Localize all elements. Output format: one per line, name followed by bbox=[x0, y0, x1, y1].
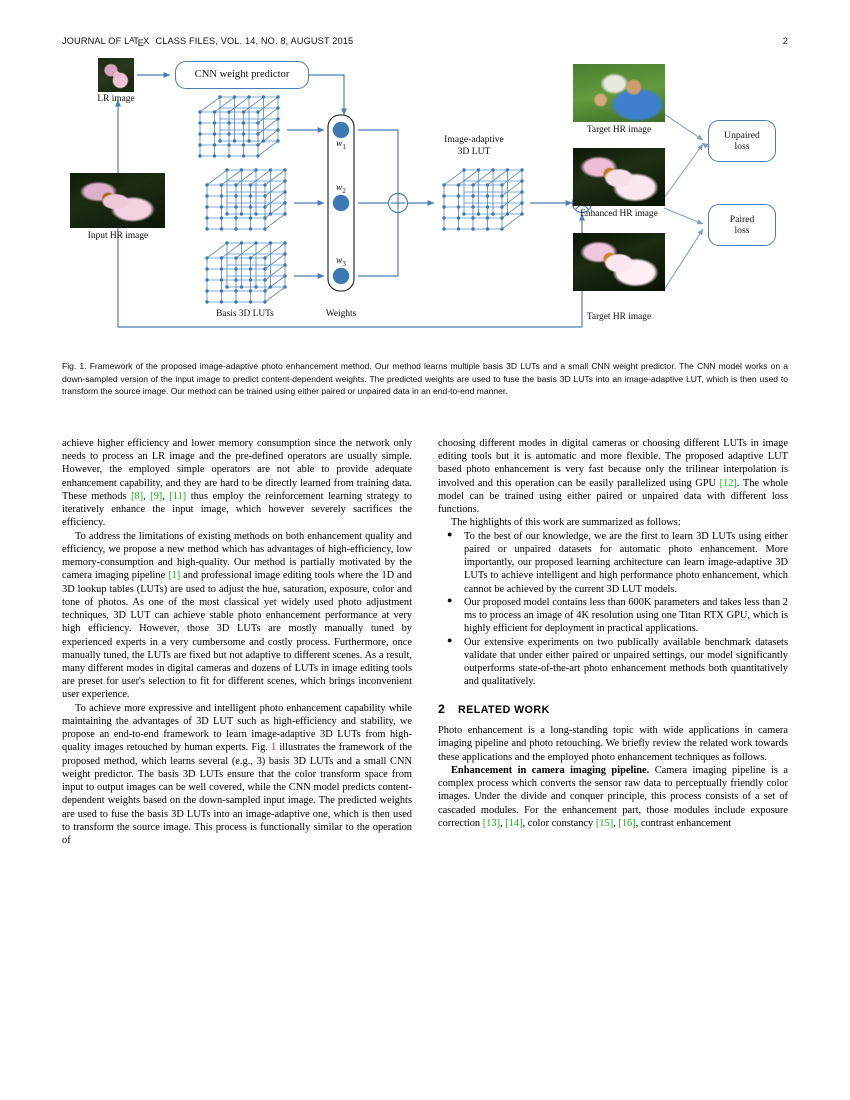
weight-label-w3: w3 bbox=[336, 255, 346, 268]
body-columns: achieve higher efficiency and lower memo… bbox=[62, 437, 788, 1057]
figure-svg bbox=[115, 72, 709, 328]
basis-luts-label: Basis 3D LUTs bbox=[216, 309, 274, 319]
left-column: achieve higher efficiency and lower memo… bbox=[62, 437, 412, 1057]
weights-container bbox=[327, 114, 355, 292]
target-hr-bottom-thumbnail bbox=[573, 233, 665, 291]
citation-8[interactable]: [8] bbox=[130, 490, 144, 502]
enhanced-hr-image-label: Enhanced HR image bbox=[580, 209, 658, 219]
section-paragraph-1: Photo enhancement is a long-standing top… bbox=[438, 725, 788, 763]
citation-9[interactable]: [9] bbox=[150, 490, 163, 502]
image-adaptive-lut-label: Image-adaptive 3D LUT bbox=[444, 134, 504, 157]
right-column: choosing different modes in digital came… bbox=[438, 437, 788, 1057]
citation-12[interactable]: [12] bbox=[719, 477, 737, 489]
section-title: RELATED WORK bbox=[458, 704, 550, 717]
citation-13[interactable]: [13] bbox=[482, 817, 501, 829]
lr-image-thumbnail bbox=[98, 58, 134, 92]
section-number: 2 bbox=[438, 702, 445, 717]
image-adaptive-lut-cube bbox=[442, 168, 524, 231]
figure-diagram-canvas bbox=[62, 52, 788, 352]
bullet-icon: ● bbox=[447, 635, 453, 646]
bullet-icon: ● bbox=[447, 529, 453, 540]
target-hr-bottom-label: Target HR image bbox=[586, 312, 652, 322]
list-item: ●Our extensive experiments on two public… bbox=[447, 635, 788, 688]
figure-reference-1[interactable]: 1 bbox=[271, 742, 277, 754]
running-header: JOURNAL OF LATEX CLASS FILES, VOL. 14, N… bbox=[62, 34, 788, 49]
figure-caption: Fig. 1. Framework of the proposed image-… bbox=[62, 361, 788, 397]
target-hr-top-thumbnail bbox=[573, 64, 665, 122]
citation-14[interactable]: [14] bbox=[505, 817, 523, 829]
section-heading-related-work: 2 RELATED WORK bbox=[438, 702, 788, 718]
page-number: 2 bbox=[782, 36, 788, 46]
input-hr-image-label: Input HR image bbox=[87, 231, 149, 241]
left-paragraph-3: To achieve more expressive and intellige… bbox=[62, 702, 413, 847]
lr-image-label: LR image bbox=[97, 94, 135, 104]
journal-suffix: CLASS FILES, VOL. 14, NO. 8, AUGUST 2015 bbox=[152, 36, 354, 46]
citation-15[interactable]: [15] bbox=[595, 817, 614, 829]
paired-loss-box: Paired loss bbox=[708, 204, 776, 246]
right-paragraph-1: choosing different modes in digital came… bbox=[438, 438, 788, 516]
enhanced-hr-image-thumbnail bbox=[573, 148, 665, 206]
list-item: ●Our proposed model contains less than 6… bbox=[447, 595, 788, 635]
basis-lut-cube-1 bbox=[198, 95, 280, 158]
citation-11[interactable]: [11] bbox=[169, 490, 187, 502]
target-hr-top-label: Target HR image bbox=[586, 125, 652, 135]
weight-label-w2: w2 bbox=[336, 182, 346, 195]
input-hr-image-thumbnail bbox=[70, 173, 165, 228]
cnn-weight-predictor-label: CNN weight predictor bbox=[194, 68, 290, 80]
basis-lut-cube-3 bbox=[205, 241, 287, 304]
citation-16[interactable]: [16] bbox=[618, 817, 636, 829]
highlights-intro: The highlights of this work are summariz… bbox=[451, 517, 681, 529]
journal-line: JOURNAL OF LATEX CLASS FILES, VOL. 14, N… bbox=[62, 34, 354, 49]
journal-prefix: JOURNAL OF bbox=[62, 36, 125, 46]
bullet-icon: ● bbox=[447, 595, 453, 606]
runin-heading: Enhancement in camera imaging pipeline. bbox=[451, 764, 650, 776]
list-item: ●To the best of our knowledge, we are th… bbox=[447, 529, 788, 595]
latex-logo: LATEX bbox=[124, 34, 150, 49]
citation-1[interactable]: [1] bbox=[168, 570, 181, 582]
unpaired-loss-label: Unpaired loss bbox=[724, 129, 760, 152]
weight-label-w1: w1 bbox=[336, 138, 346, 151]
left-paragraph-2: To address the limitations of existing m… bbox=[62, 530, 413, 701]
basis-lut-cube-2 bbox=[205, 168, 287, 231]
left-paragraph-1: achieve higher efficiency and lower memo… bbox=[62, 438, 412, 529]
cnn-weight-predictor-box: CNN weight predictor bbox=[175, 61, 309, 89]
paired-loss-label: Paired loss bbox=[729, 213, 755, 236]
unpaired-loss-box: Unpaired loss bbox=[708, 120, 776, 162]
section-paragraph-2: Enhancement in camera imaging pipeline. … bbox=[438, 764, 788, 829]
figure-1: CNN weight predictor LR image Input HR i… bbox=[62, 52, 788, 352]
highlights-list: ●To the best of our knowledge, we are th… bbox=[438, 529, 788, 689]
weights-label: Weights bbox=[325, 309, 357, 319]
